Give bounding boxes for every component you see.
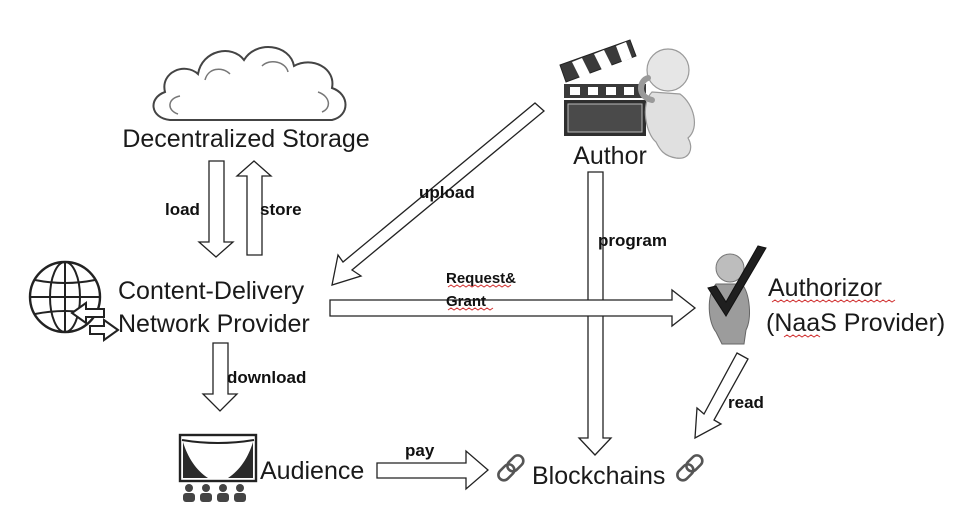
upload-arrow xyxy=(331,102,545,286)
request-grant-arrow xyxy=(329,288,697,328)
author-label: Author xyxy=(573,142,647,170)
upload-label: upload xyxy=(419,183,475,202)
globe-exchange-icon xyxy=(28,260,120,342)
request-spell-underline xyxy=(447,284,512,288)
download-arrow xyxy=(201,342,239,412)
authorizor-spell-underline xyxy=(771,299,896,303)
cdn-label-line1: Content-Delivery xyxy=(118,277,305,305)
download-label: download xyxy=(227,368,306,387)
figure-checkmark-icon xyxy=(696,240,780,346)
pay-label: pay xyxy=(405,441,435,460)
program-label: program xyxy=(598,231,667,250)
store-arrow xyxy=(235,160,273,256)
authorizor-label-line1: Authorizor xyxy=(768,274,882,302)
load-label: load xyxy=(165,200,200,219)
theater-audience-icon xyxy=(178,433,258,502)
authorizor-label-line2: (NaaS Provider) xyxy=(766,309,945,337)
read-arrow xyxy=(694,352,749,440)
audience-label: Audience xyxy=(260,457,364,485)
cdn-label-line2: Network Provider xyxy=(118,310,310,338)
cloud-icon xyxy=(152,46,347,121)
storage-label: Decentralized Storage xyxy=(122,125,369,153)
read-label: read xyxy=(728,393,764,412)
load-arrow xyxy=(197,160,235,258)
naas-spell-underline xyxy=(783,334,821,338)
pay-arrow xyxy=(376,449,489,491)
chain-link-icon xyxy=(497,454,704,482)
request-label-line2: Grant xyxy=(446,293,486,310)
clapperboard-figure-icon xyxy=(559,39,696,159)
blockchains-label: Blockchains xyxy=(532,462,665,490)
store-label: store xyxy=(260,200,302,219)
request-label-line1: Request& xyxy=(446,270,516,287)
grant-spell-underline xyxy=(447,307,494,311)
